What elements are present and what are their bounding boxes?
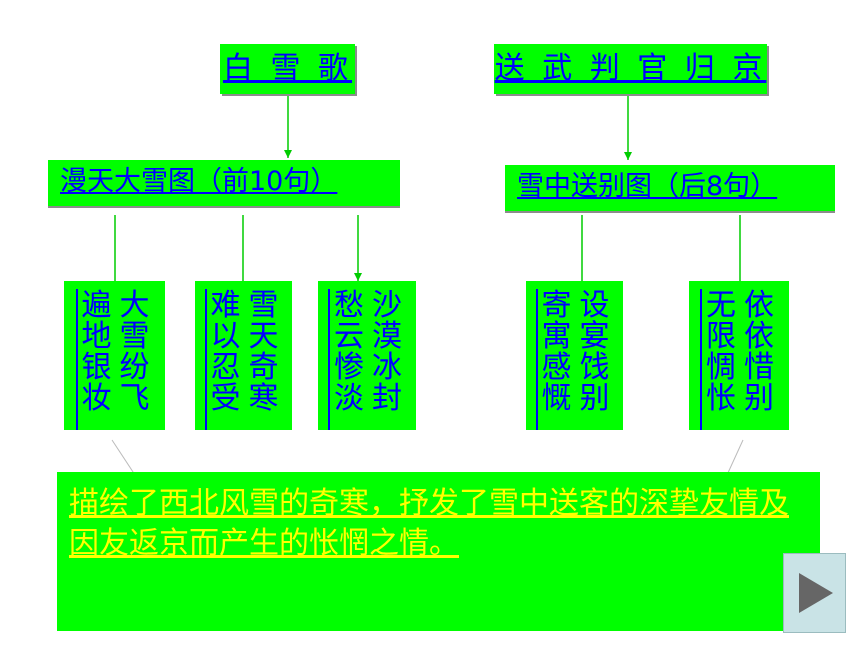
phrase-box-4: 设宴饯别 寄寓感慨 [526,281,623,430]
subtitle-mantian: 漫天大雪图（前10句） [48,160,400,206]
phrase-col: 雪天奇寒 [248,288,279,416]
summary-text: 描绘了西北风雪的奇寒，抒发了雪中送客的深挚友情及因友返京而产生的怅惘之情。 [69,486,789,561]
phrase-col: 难以忍受 [204,289,245,430]
title-songwupanguan: 送 武 判 官 归 京 [494,44,767,94]
phrase-col: 依依惜别 [744,288,774,416]
next-slide-button[interactable] [783,553,846,633]
phrase-box-3: 沙漠冰封 愁云惨淡 [318,281,416,430]
title-baixuege: 白 雪 歌 [220,44,355,94]
summary-box: 描绘了西北风雪的奇寒，抒发了雪中送客的深挚友情及因友返京而产生的怅惘之情。 [57,472,820,631]
subtitle-xuezhong: 雪中送别图（后8句） [505,165,835,211]
play-triangle-icon [798,573,833,613]
phrase-box-5: 依依惜别 无限惆怅 [689,281,789,430]
phrase-col: 寄寓感慨 [535,289,576,430]
phrase-col: 无限惆怅 [700,289,740,430]
phrase-col: 愁云惨淡 [328,289,368,430]
phrase-box-1: 大雪纷飞 遍地银妆 [64,281,165,430]
phrase-col: 设宴饯别 [579,288,610,416]
phrase-col: 沙漠冰封 [372,288,402,416]
phrase-box-2: 雪天奇寒 难以忍受 [195,281,292,430]
phrase-col: 大雪纷飞 [119,288,150,416]
phrase-col: 遍地银妆 [75,289,116,430]
